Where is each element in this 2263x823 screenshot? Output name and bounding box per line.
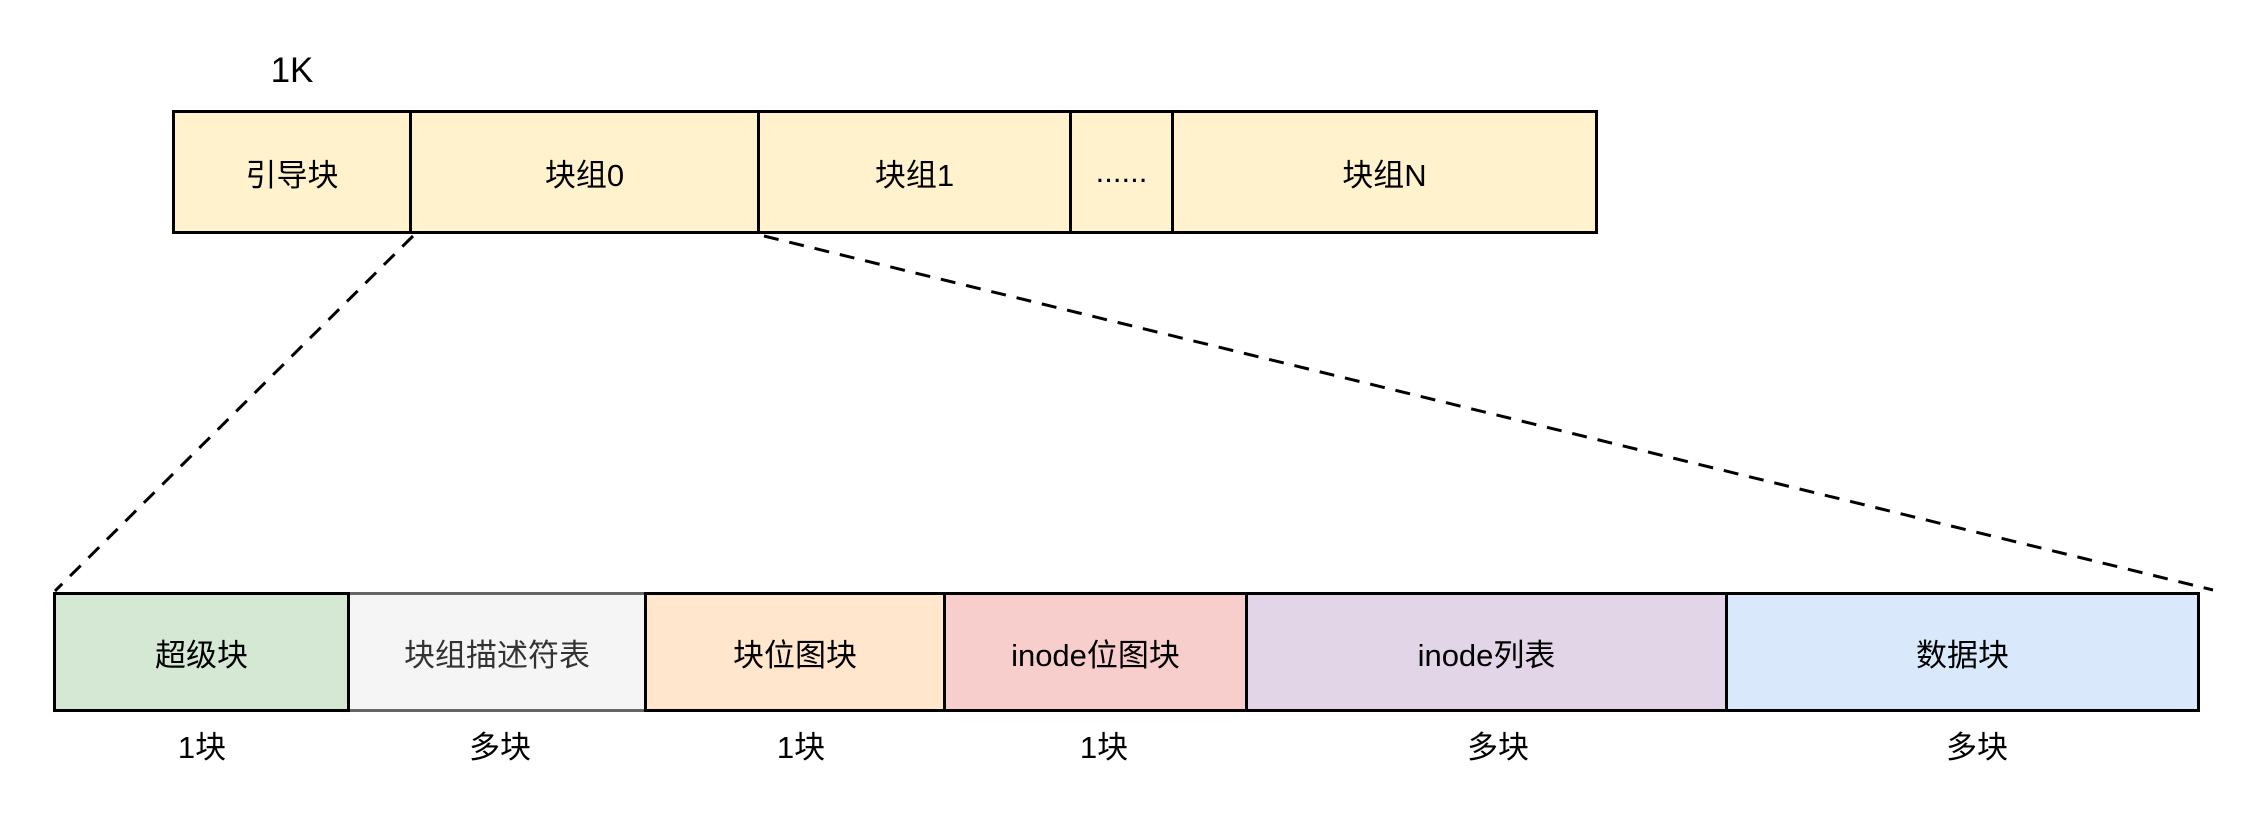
disk-segment-label: 块组0 (544, 157, 625, 193)
count-super-block: 1块 (177, 730, 227, 765)
segment-label: 块位图块 (733, 637, 857, 673)
segment-label: 超级块 (155, 637, 248, 673)
disk-segment-boot-block: 引导块 (172, 110, 412, 234)
disk-row: 引导块 块组0 块组1 ...... 块组N (172, 110, 1598, 234)
segment-data-blocks: 数据块 (1725, 592, 2200, 712)
boot-block-size-label: 1K (270, 51, 314, 90)
disk-segment-label: ...... (1095, 154, 1148, 189)
count-inode-bitmap: 1块 (1079, 730, 1129, 765)
segment-inode-list: inode列表 (1245, 592, 1728, 712)
segment-label: 块组描述符表 (404, 637, 590, 673)
expansion-dashed-line-right (763, 234, 2214, 592)
expansion-dashed-line-left (53, 234, 415, 593)
segment-block-bitmap: 块位图块 (644, 592, 946, 712)
segment-inode-bitmap: inode位图块 (943, 592, 1248, 712)
block-group-detail-row: 超级块 块组描述符表 块位图块 inode位图块 inode列表 数据块 (53, 592, 2200, 712)
segment-label: 数据块 (1916, 637, 2009, 673)
segment-super-block: 超级块 (53, 592, 350, 712)
count-data-blocks: 多块 (1946, 730, 2008, 765)
disk-segment-ellipsis: ...... (1069, 110, 1174, 234)
segment-label: inode位图块 (1011, 637, 1180, 673)
disk-segment-block-group-n: 块组N (1171, 110, 1598, 234)
disk-segment-label: 块组N (1342, 157, 1427, 193)
count-group-descriptor-table: 多块 (469, 730, 531, 765)
count-block-bitmap: 1块 (776, 730, 826, 765)
segment-group-descriptor-table: 块组描述符表 (347, 592, 647, 712)
disk-segment-block-group-0: 块组0 (409, 110, 760, 234)
disk-segment-label: 引导块 (245, 157, 339, 193)
count-inode-list: 多块 (1467, 730, 1529, 765)
disk-segment-label: 块组1 (874, 157, 955, 193)
disk-segment-block-group-1: 块组1 (757, 110, 1072, 234)
segment-label: inode列表 (1417, 637, 1556, 673)
